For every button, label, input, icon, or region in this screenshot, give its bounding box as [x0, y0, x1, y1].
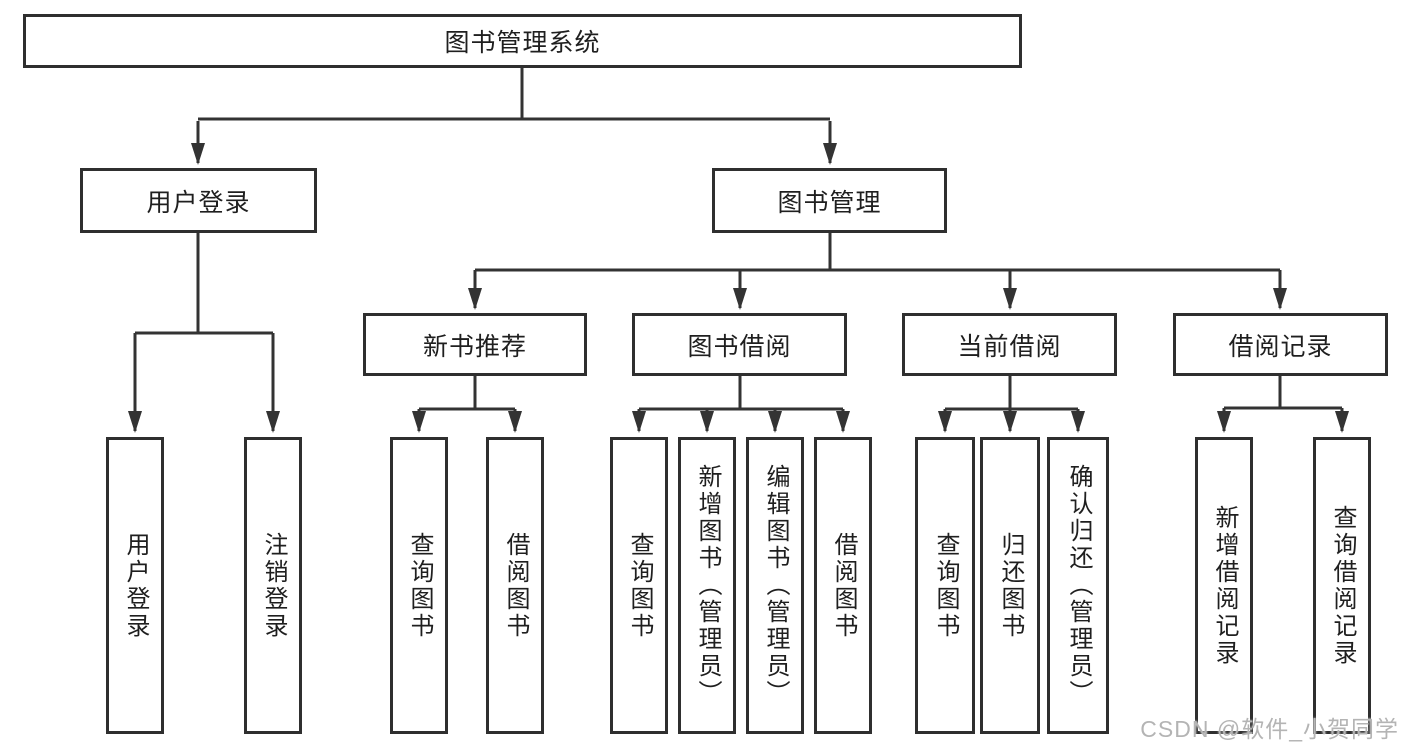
- node-current-borrowing: 当前借阅: [902, 313, 1117, 376]
- node-label: 查询借阅记录: [1329, 504, 1356, 667]
- node-library-management-system: 图书管理系统: [23, 14, 1022, 68]
- node-new-book-recommend: 新书推荐: [363, 313, 587, 376]
- leaf-query-borrow-record: 查询借阅记录: [1313, 437, 1371, 734]
- node-label: 新书推荐: [422, 332, 527, 361]
- node-book-borrowing: 图书借阅: [632, 313, 847, 376]
- leaf-edit-book-admin: 编辑图书（管理员）: [746, 437, 804, 734]
- node-label: 归还图书: [997, 531, 1024, 640]
- node-label: 借阅记录: [1228, 332, 1333, 361]
- csdn-watermark: CSDN @软件_小贺同学: [1140, 716, 1399, 742]
- leaf-confirm-return-admin: 确认归还（管理员）: [1047, 437, 1109, 734]
- node-label: 用户登录: [122, 531, 149, 640]
- leaf-query-books-3: 查询图书: [915, 437, 975, 734]
- node-label: 查询图书: [932, 531, 959, 640]
- node-label: 编辑图书（管理员）: [762, 464, 789, 707]
- node-label: 新增图书（管理员）: [694, 464, 721, 707]
- node-label: 图书借阅: [687, 332, 792, 361]
- node-label: 确认归还（管理员）: [1065, 464, 1092, 707]
- node-label: 图书管理系统: [444, 29, 601, 57]
- node-label: 当前借阅: [957, 332, 1062, 361]
- node-label: 借阅图书: [830, 531, 857, 640]
- node-borrow-records: 借阅记录: [1173, 313, 1388, 376]
- leaf-query-books-1: 查询图书: [390, 437, 448, 734]
- leaf-user-login: 用户登录: [106, 437, 164, 734]
- node-label: 查询图书: [626, 531, 653, 640]
- leaf-borrow-books-2: 借阅图书: [814, 437, 872, 734]
- node-label: 新增借阅记录: [1211, 504, 1238, 667]
- leaf-borrow-books-1: 借阅图书: [486, 437, 544, 734]
- leaf-return-book: 归还图书: [980, 437, 1040, 734]
- node-label: 用户登录: [146, 188, 251, 217]
- leaf-add-borrow-record: 新增借阅记录: [1195, 437, 1253, 734]
- node-label: 图书管理: [777, 188, 882, 217]
- leaf-logout: 注销登录: [244, 437, 302, 734]
- leaf-add-book-admin: 新增图书（管理员）: [678, 437, 736, 734]
- leaf-query-books-2: 查询图书: [610, 437, 668, 734]
- node-label: 查询图书: [406, 531, 433, 640]
- node-book-management: 图书管理: [712, 168, 947, 233]
- node-user-login: 用户登录: [80, 168, 317, 233]
- node-label: 借阅图书: [502, 531, 529, 640]
- node-label: 注销登录: [260, 531, 287, 640]
